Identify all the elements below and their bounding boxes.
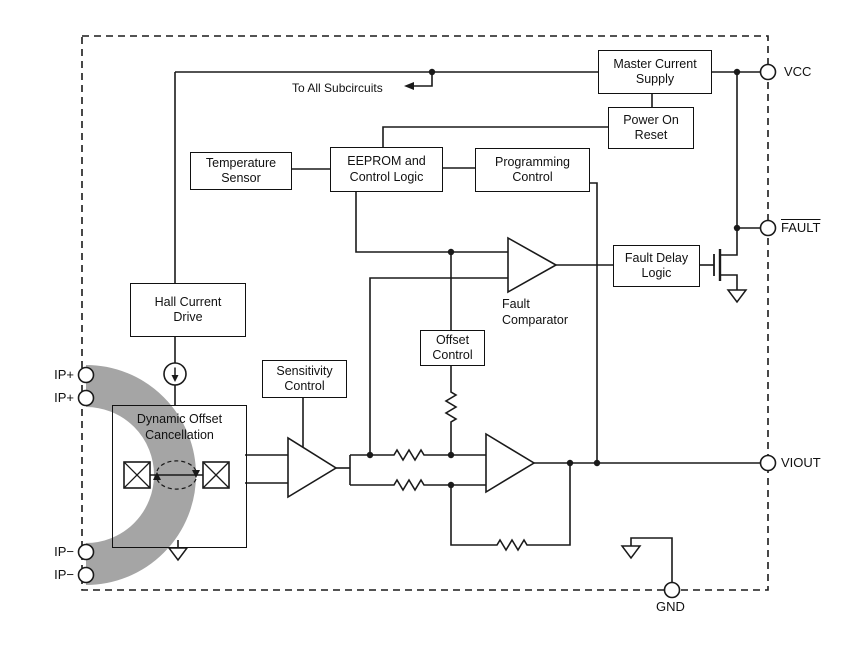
- chip-boundary: [81, 35, 769, 591]
- ip-minus-label-2: IP−: [54, 567, 74, 582]
- resistor-top-signal: [389, 449, 429, 461]
- ip-plus-label-1: IP+: [54, 367, 74, 382]
- ground-fault-source: [727, 289, 747, 303]
- wire-por-to-eeprom: [382, 126, 608, 147]
- ip-plus-label-2: IP+: [54, 390, 74, 405]
- block-label: Dynamic Offset Cancellation: [136, 412, 223, 442]
- chopper-arrow-top: [192, 470, 200, 478]
- chopper-rotation-arc-bottom: [156, 478, 197, 490]
- wire-to-subcircuits: [407, 72, 433, 87]
- wire-feedback-a: [531, 463, 571, 546]
- ip-plus-terminal-2: [77, 389, 95, 407]
- wire-fault-drain: [720, 72, 738, 256]
- block-temperature-sensor: Temperature Sensor: [190, 152, 292, 190]
- block-programming-control: Programming Control: [475, 148, 590, 192]
- block-label: Fault Delay Logic: [624, 250, 689, 281]
- fault-terminal: [759, 219, 777, 237]
- block-hall-current-drive: Hall Current Drive: [130, 283, 246, 337]
- block-offset-control: Offset Control: [420, 330, 485, 366]
- wire-feedback-b: [450, 485, 493, 546]
- fault-comparator-label: Fault Comparator: [502, 297, 568, 327]
- current-source-arrow: [171, 375, 179, 382]
- fault-comparator-triangle: [507, 236, 558, 294]
- ip-plus-terminal-1: [77, 366, 95, 384]
- block-label: EEPROM and Control Logic: [347, 154, 426, 184]
- fault-overbar-text: FAULT: [781, 220, 821, 235]
- vcc-pin-label: VCC: [784, 64, 812, 79]
- block-label: Offset Control: [432, 332, 473, 363]
- vcc-terminal: [759, 63, 777, 81]
- to-all-subcircuits-label: To All Subcircuits: [292, 81, 383, 95]
- terminals: [77, 63, 777, 599]
- wire-signal-to-comparator: [369, 277, 508, 455]
- wire-network: [174, 71, 761, 582]
- ip-minus-terminal-1: [77, 543, 95, 561]
- wire-fault-source: [720, 274, 738, 290]
- resistor-bottom-signal: [389, 479, 429, 491]
- viout-pin-label: VIOUT: [781, 455, 821, 470]
- block-sensitivity-control: Sensitivity Control: [262, 360, 347, 398]
- block-label: Hall Current Drive: [154, 294, 222, 325]
- amplifier-triangle: [287, 436, 338, 499]
- wire-programming-to-viout: [588, 182, 598, 463]
- ground-gnd-pin: [621, 545, 641, 559]
- ip-minus-label-1: IP−: [54, 544, 74, 559]
- chopper-rotation-arc-top: [156, 460, 197, 472]
- output-buffer-triangle: [485, 432, 536, 494]
- block-eeprom-control-logic: EEPROM and Control Logic: [330, 147, 443, 192]
- fault-mosfet: [713, 249, 722, 281]
- block-label: Master Current Supply: [613, 56, 697, 87]
- gnd-terminal: [663, 581, 681, 599]
- subcircuits-arrowhead: [404, 82, 414, 90]
- chopper-arrow-bottom: [153, 472, 161, 480]
- viout-terminal: [759, 454, 777, 472]
- block-master-current-supply: Master Current Supply: [598, 50, 712, 94]
- wire-gnd-pin: [630, 537, 673, 582]
- current-source-symbol: [163, 362, 187, 386]
- ground-doc: [168, 547, 188, 561]
- junction-dots: [366, 68, 741, 489]
- block-dynamic-offset-cancellation: Dynamic Offset Cancellation: [112, 405, 247, 548]
- block-label: Sensitivity Control: [276, 363, 333, 394]
- block-fault-delay-logic: Fault Delay Logic: [613, 245, 700, 287]
- block-label: Power On Reset: [623, 112, 679, 143]
- chopper-symbols: [123, 460, 230, 490]
- wire-eeprom-to-comparator: [355, 190, 508, 253]
- resistor-feedback: [492, 539, 532, 551]
- block-power-on-reset: Power On Reset: [608, 107, 694, 149]
- ip-minus-terminal-2: [77, 566, 95, 584]
- gnd-pin-label: GND: [656, 599, 685, 614]
- block-label: Programming Control: [494, 154, 571, 185]
- block-label: Temperature Sensor: [205, 155, 277, 186]
- fault-pin-label: FAULT: [781, 220, 821, 236]
- resistor-offset: [445, 387, 457, 427]
